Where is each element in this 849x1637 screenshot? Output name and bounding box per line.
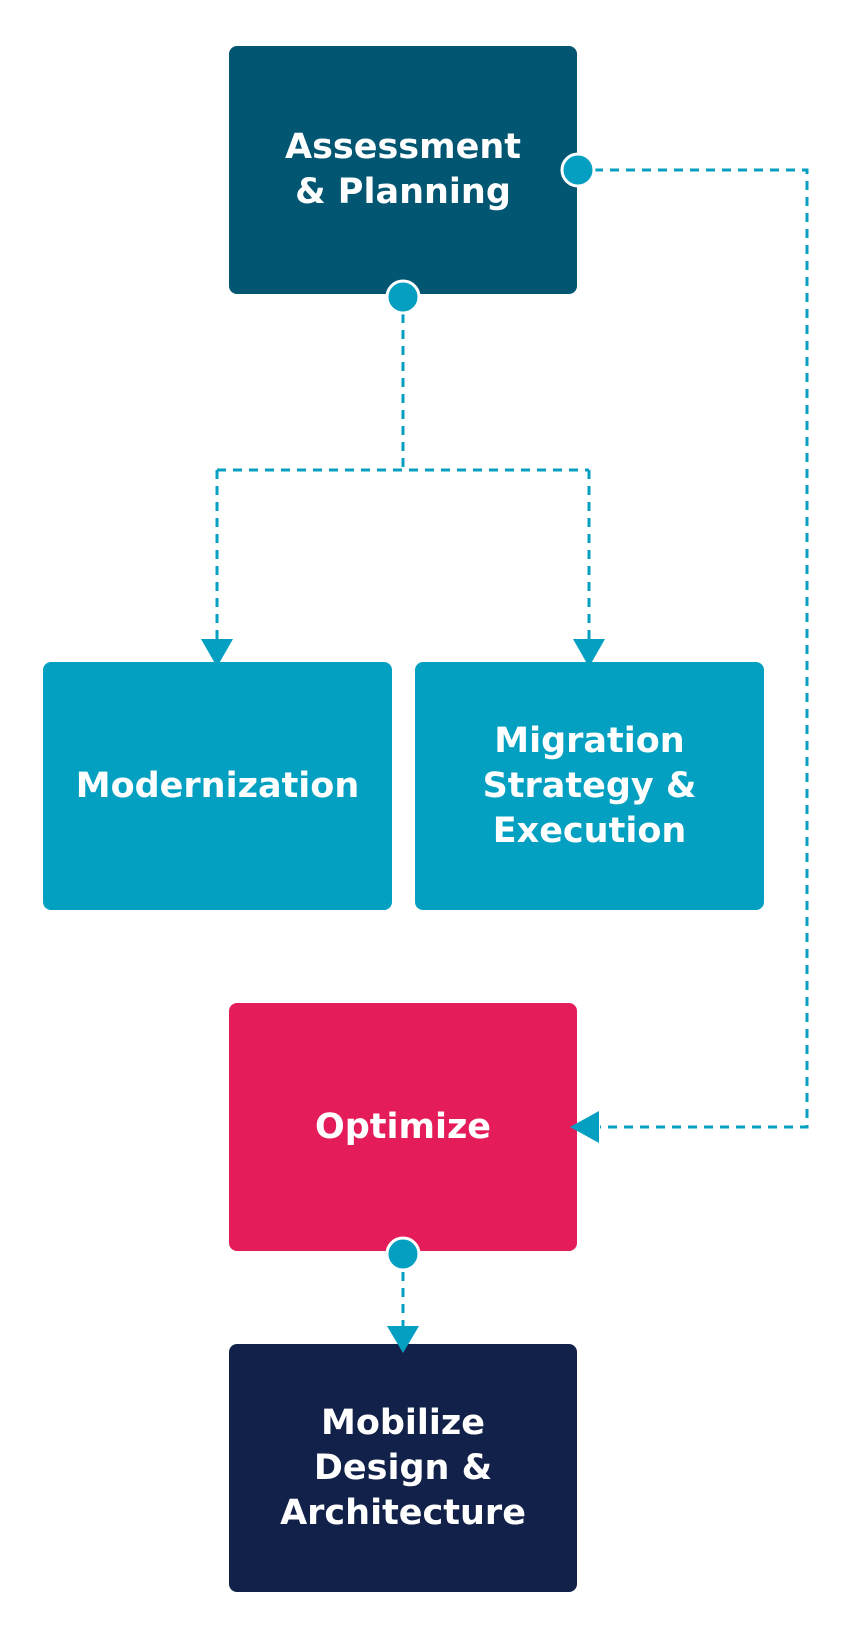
arrowhead-migration xyxy=(573,639,605,667)
arrowhead-mobilize xyxy=(387,1326,419,1353)
modernization-label: Modernization xyxy=(75,765,360,806)
dot-assessment-bottom xyxy=(385,279,421,315)
modernization-node: Modernization xyxy=(43,662,392,910)
assessment-planning-node: Assessment & Planning xyxy=(229,46,577,294)
connector-assessment-to-optimize xyxy=(578,168,809,1129)
optimize-label: Optimize xyxy=(314,1106,492,1147)
migration-strategy-node: Migration Strategy & Execution xyxy=(415,662,764,910)
dot-assessment-right xyxy=(560,152,596,188)
arrowhead-modernization xyxy=(201,639,233,667)
arrowhead-optimize xyxy=(570,1111,599,1143)
dot-optimize-bottom xyxy=(385,1236,421,1272)
mobilize-design-node: Mobilize Design & Architecture xyxy=(229,1344,577,1592)
mobilize-design-label: Mobilize Design & Architecture xyxy=(280,1402,526,1533)
optimize-node: Optimize xyxy=(229,1003,577,1251)
assessment-planning-label: Assessment & Planning xyxy=(284,127,521,212)
migration-strategy-label: Migration Strategy & Execution xyxy=(482,720,697,851)
